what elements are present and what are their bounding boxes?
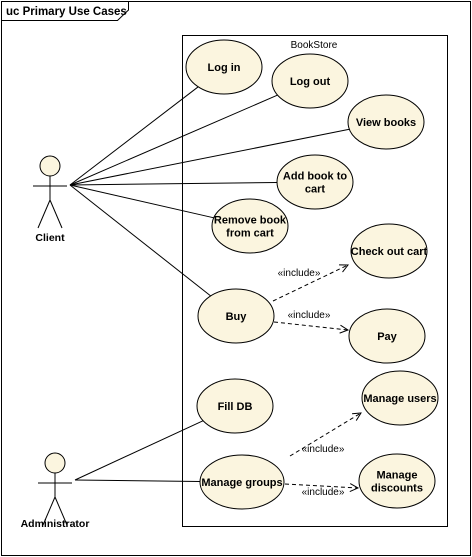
use-case-ellipse bbox=[199, 454, 285, 510]
use-case-login: Log in bbox=[185, 39, 263, 95]
actor-head bbox=[39, 155, 61, 177]
use-case-pay: Pay bbox=[348, 308, 426, 364]
use-case-buy: Buy bbox=[197, 288, 275, 344]
association-client-addbook bbox=[69, 182, 278, 186]
use-case-label: Remove book bbox=[214, 215, 287, 227]
use-case-label: Pay bbox=[377, 331, 397, 343]
use-case-label: Log in bbox=[208, 62, 241, 74]
include-label: «include» bbox=[278, 268, 321, 279]
use-case-ellipse bbox=[211, 198, 289, 254]
frame-title-tab bbox=[1, 1, 129, 21]
use-case-label: Add book to bbox=[283, 171, 347, 183]
use-case-label: View books bbox=[356, 117, 416, 129]
actor-head bbox=[44, 452, 66, 474]
use-case-label: from cart bbox=[226, 228, 274, 240]
use-case-label: discounts bbox=[371, 483, 423, 495]
associations bbox=[69, 86, 350, 482]
use-case-label: Manage groups bbox=[201, 477, 282, 489]
actor-leg-left bbox=[42, 496, 56, 526]
actor-admin: Administrator bbox=[21, 452, 90, 530]
use-case-label: Check out cart bbox=[351, 246, 428, 258]
use-case-ellipse bbox=[276, 154, 354, 210]
association-client-buy bbox=[69, 184, 211, 297]
use-case-ellipse bbox=[196, 378, 274, 434]
use-case-ellipse bbox=[358, 453, 436, 509]
use-case-ellipse bbox=[197, 288, 275, 344]
use-case-managegroups: Manage groups bbox=[199, 454, 285, 510]
include-arrow-buy-pay bbox=[273, 321, 348, 330]
use-case-logout: Log out bbox=[271, 53, 349, 109]
include-label: «include» bbox=[302, 444, 345, 455]
association-client-login bbox=[69, 86, 199, 186]
use-case-filldb: Fill DB bbox=[196, 378, 274, 434]
actor-leg-right bbox=[54, 496, 68, 526]
frame-title: uc Primary Use Cases bbox=[6, 6, 127, 18]
use-case-checkout: Check out cart bbox=[350, 223, 428, 279]
use-case-ellipse bbox=[185, 39, 263, 95]
use-case-ellipse bbox=[350, 223, 428, 279]
actor-client: Client bbox=[33, 155, 67, 244]
association-admin-managegroups bbox=[74, 479, 201, 482]
actor-leg-left bbox=[37, 199, 51, 229]
include-label: «include» bbox=[302, 487, 345, 498]
use-case-label: Manage bbox=[377, 470, 418, 482]
use-case-label: Log out bbox=[290, 76, 331, 88]
association-client-removebook bbox=[69, 184, 214, 219]
association-admin-filldb bbox=[74, 420, 204, 481]
use-case-manageusers: Manage users bbox=[361, 370, 439, 426]
system-name: BookStore bbox=[291, 40, 338, 51]
association-client-viewbooks bbox=[69, 128, 350, 186]
use-case-label: Fill DB bbox=[218, 401, 253, 413]
actor-label: Client bbox=[35, 232, 65, 244]
use-case-label: Manage users bbox=[363, 393, 436, 405]
use-case-ellipse bbox=[347, 94, 425, 150]
use-case-ellipse bbox=[348, 308, 426, 364]
use-case-label: Buy bbox=[226, 311, 248, 323]
include-relations: «include» «include» «include» «include» bbox=[272, 265, 361, 498]
include-label: «include» bbox=[288, 310, 331, 321]
use-case-label: cart bbox=[305, 184, 326, 196]
association-client-logout bbox=[69, 94, 278, 186]
include-arrow-managegroups-managediscounts bbox=[284, 484, 358, 488]
use-case-viewbooks: View books bbox=[347, 94, 425, 150]
actor-leg-right bbox=[49, 199, 63, 229]
actor-label: Administrator bbox=[21, 518, 90, 530]
use-case-ellipse bbox=[361, 370, 439, 426]
use-case-ellipse bbox=[271, 53, 349, 109]
